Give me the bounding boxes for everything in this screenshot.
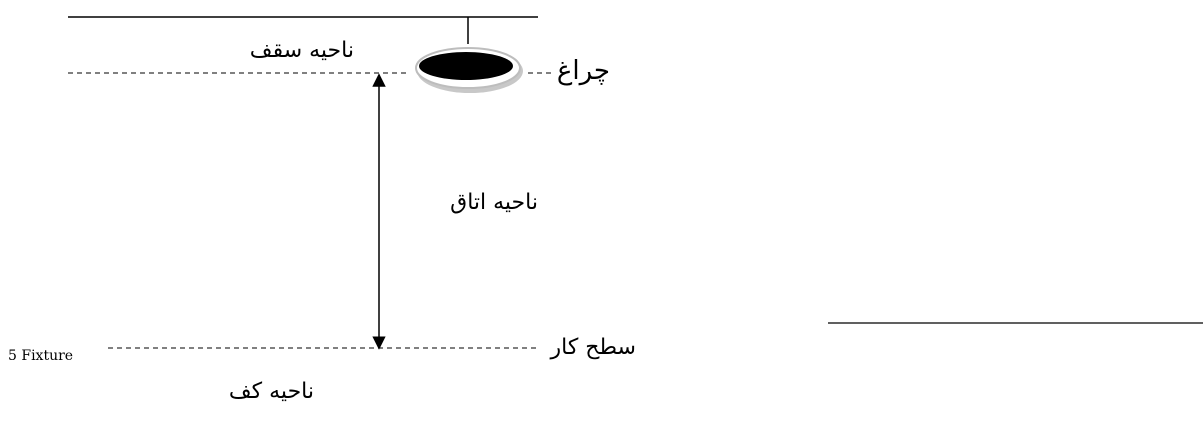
lamp-label: چراغ bbox=[557, 56, 610, 86]
lamp-icon bbox=[415, 47, 523, 93]
floor-zone-label: ناحیه کف bbox=[229, 379, 314, 404]
work-surface-label: سطح کار bbox=[550, 335, 636, 360]
figure-caption: 5 Fixture bbox=[8, 348, 73, 364]
ceiling-zone-label: ناحیه سقف bbox=[250, 38, 354, 63]
room-zone-label: ناحیه اتاق bbox=[450, 190, 538, 215]
